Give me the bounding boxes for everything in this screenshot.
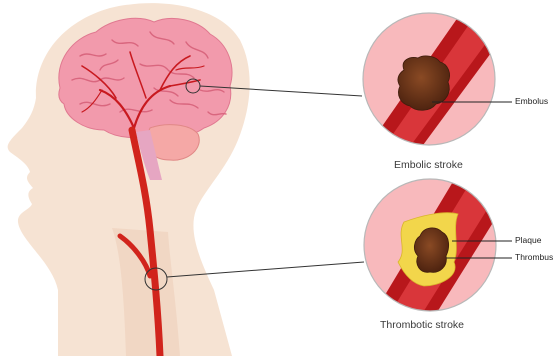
thrombus-label: Thrombus	[515, 252, 555, 262]
embolic-zoom-circle	[360, 0, 530, 160]
thrombotic-zoom-circle	[364, 160, 532, 330]
cerebrum	[59, 18, 232, 137]
plaque-label: Plaque	[515, 235, 541, 245]
embolus-label: Embolus	[515, 96, 548, 106]
embolic-stroke-caption: Embolic stroke	[394, 159, 463, 171]
thrombotic-stroke-caption: Thrombotic stroke	[380, 319, 464, 331]
